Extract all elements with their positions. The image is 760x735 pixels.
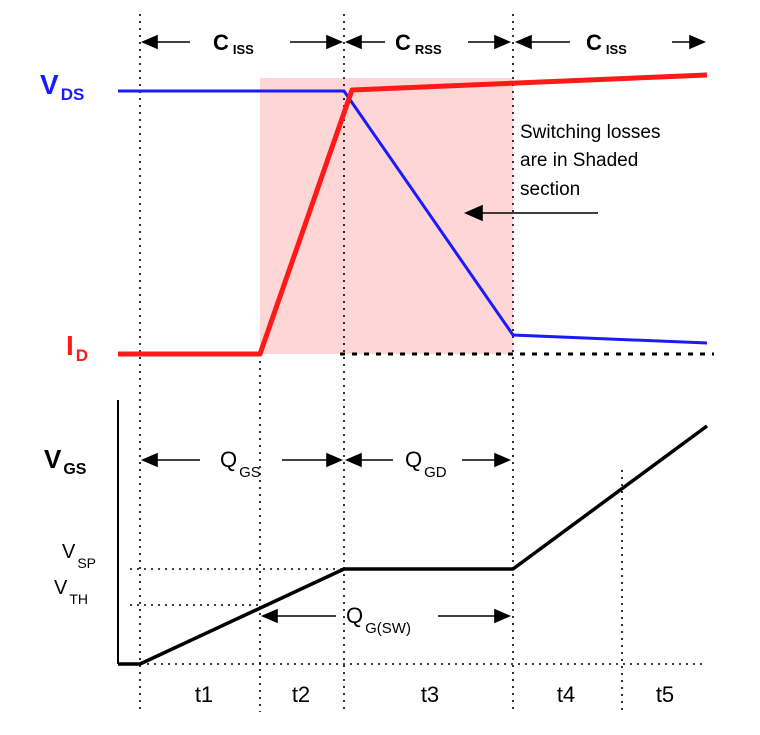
annotation-arrow <box>464 204 598 222</box>
annotation-line-1: Switching losses <box>520 122 660 143</box>
capacitance-arrows <box>140 34 707 50</box>
annotation-line-3: section <box>520 179 580 200</box>
id-waveform <box>118 72 708 357</box>
vgs-waveform <box>118 424 709 666</box>
interval-t1: t1 <box>195 682 213 707</box>
charge-arrows <box>140 452 512 624</box>
qgs-label: QGS <box>220 447 261 481</box>
time-guides <box>139 14 623 712</box>
switching-loss-shade <box>260 78 513 354</box>
qgsw-label: QG(SW) <box>346 603 411 637</box>
level-guides <box>130 568 707 665</box>
interval-t4: t4 <box>557 682 575 707</box>
annotation-line-2: are in Shaded <box>520 150 638 171</box>
qgd-label: QGD <box>405 447 447 481</box>
interval-t3: t3 <box>421 682 439 707</box>
interval-t5: t5 <box>656 682 674 707</box>
interval-t2: t2 <box>292 682 310 707</box>
vds-waveform <box>118 89 708 345</box>
